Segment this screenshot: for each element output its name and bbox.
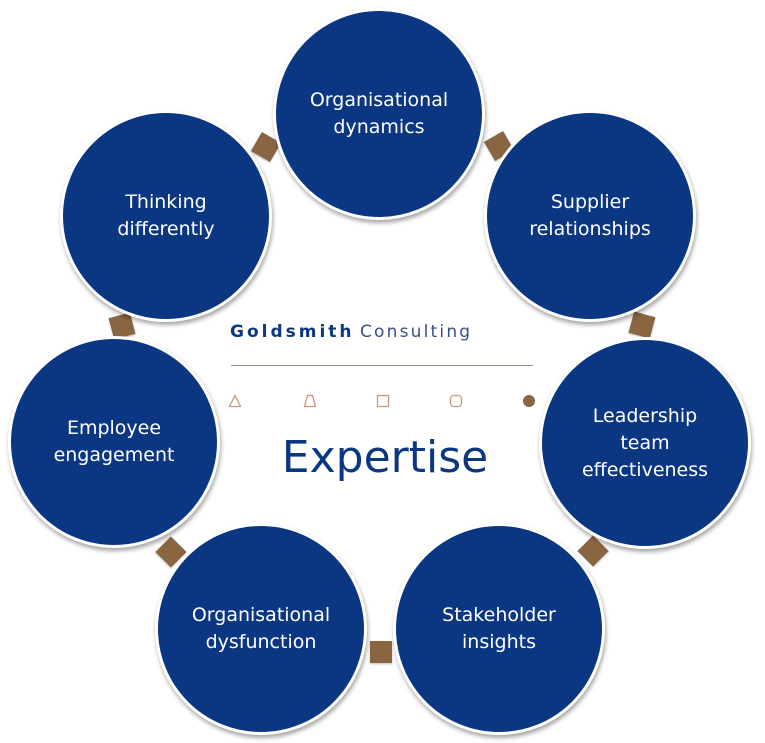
connector-stakeholder-dysfunction [370,641,392,663]
trapezoid-icon [303,394,317,408]
triangle-icon [228,394,242,408]
brand-logo: Goldsmith Consulting [230,322,540,342]
circle-stakeholder-insights: Stakeholder insights [393,523,605,735]
connector-suppliers-leadership [628,311,656,339]
filled-circle-icon [523,395,535,407]
brand-shape-row [228,394,538,414]
brand-name-light: Consulting [359,322,473,342]
square-icon [376,394,390,408]
circle-leadership-team-effectiveness: Leadership team effectiveness [539,337,751,549]
circle-organisational-dynamics: Organisational dynamics [273,8,485,220]
center-title: Expertise [281,432,489,483]
rounded-square-icon [449,394,463,408]
circle-supplier-relationships: Supplier relationships [484,110,696,322]
brand-name-bold: Goldsmith [230,322,355,342]
circle-thinking-differently: Thinking differently [60,110,272,322]
circle-employee-engagement: Employee engagement [8,336,220,548]
brand-divider [231,365,533,366]
circle-organisational-dysfunction: Organisational dysfunction [155,523,367,735]
